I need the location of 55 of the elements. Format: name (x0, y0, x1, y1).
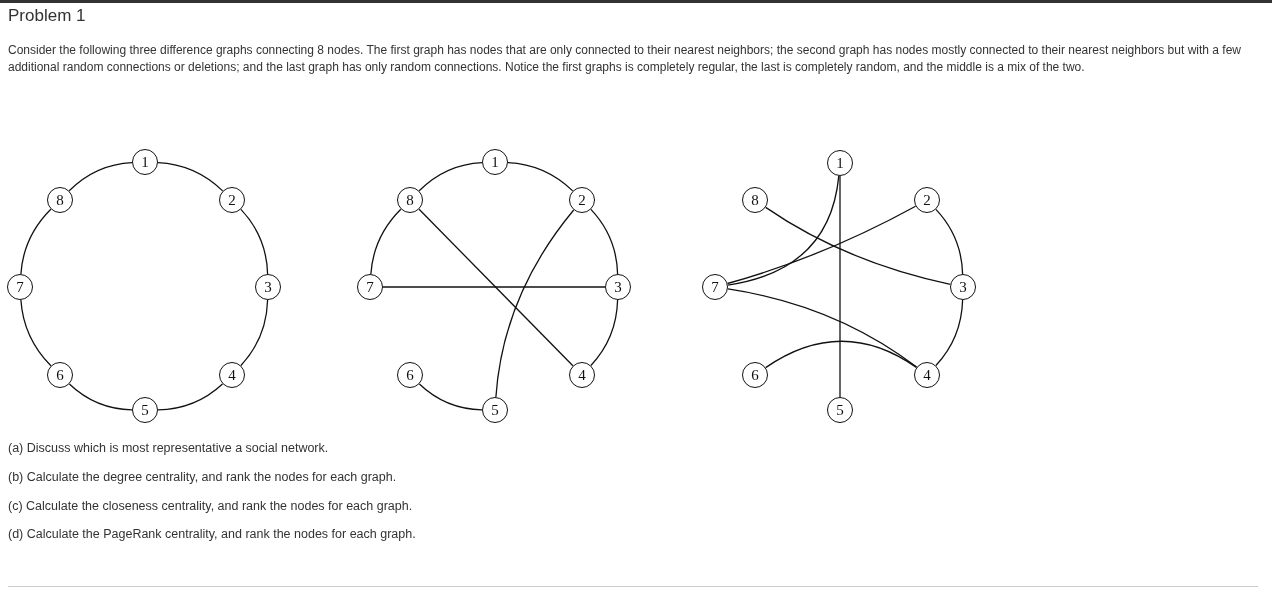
edge-line (935, 208, 964, 275)
edge-line (507, 161, 574, 192)
problem-title: Problem 1 (8, 6, 86, 26)
edge-line (157, 161, 224, 192)
node-circle: 5 (132, 397, 158, 423)
edge-line (590, 299, 619, 367)
node-circle: 3 (255, 274, 281, 300)
question-text: (c) Calculate the closeness centrality, and rank the nodes for each graph. (8, 498, 414, 515)
edge-line (20, 208, 52, 275)
node-circle: 2 (569, 187, 595, 213)
node-circle: 2 (219, 187, 245, 213)
edge-line (935, 299, 964, 367)
node-circle: 7 (7, 274, 33, 300)
node-circle: 4 (569, 362, 595, 388)
node-circle: 1 (132, 149, 158, 175)
node-circle: 6 (397, 362, 423, 388)
edge-line (727, 175, 840, 286)
node-circle: 2 (914, 187, 940, 213)
node-circle: 1 (482, 149, 508, 175)
edge-line (382, 286, 606, 288)
node-circle: 3 (950, 274, 976, 300)
edge-line (157, 383, 224, 411)
edge-line (68, 383, 133, 411)
node-circle: 3 (605, 274, 631, 300)
edge-line (20, 299, 52, 367)
node-circle: 8 (47, 187, 73, 213)
edge-line (765, 340, 918, 369)
edge-line (839, 175, 841, 398)
node-circle: 6 (47, 362, 73, 388)
edge-line (418, 208, 574, 367)
edge-line (370, 208, 402, 275)
node-circle: 5 (482, 397, 508, 423)
node-circle: 5 (827, 397, 853, 423)
node-circle: 4 (219, 362, 245, 388)
edge-line (495, 209, 575, 398)
edge-line (765, 206, 951, 285)
node-circle: 8 (397, 187, 423, 213)
node-circle: 7 (702, 274, 728, 300)
edge-line (68, 161, 133, 192)
edge-line (240, 208, 269, 275)
edge-line (590, 208, 619, 275)
edge-line (418, 383, 483, 411)
node-circle: 6 (742, 362, 768, 388)
node-circle: 7 (357, 274, 383, 300)
edge-line (726, 205, 917, 285)
node-circle: 8 (742, 187, 768, 213)
node-circle: 4 (914, 362, 940, 388)
question-text: (b) Calculate the degree centrality, and rank the nodes for each graph. (8, 469, 398, 486)
question-text: (a) Discuss which is most representative a social network. (8, 440, 330, 457)
edge-line (240, 299, 269, 367)
node-circle: 1 (827, 150, 853, 176)
edge-line (418, 161, 483, 192)
question-text: (d) Calculate the PageRank centrality, and rank the nodes for each graph. (8, 526, 417, 543)
edge-line (727, 288, 918, 368)
intro-paragraph: Consider the following three difference graphs connecting 8 nodes. The first graph has nodes that are only connected to their nearest neighbors; the second graph has nodes mostly connected to their nearest neighbors but with a few additional random connections or deletions; and the last graph has only random connections. Notice the first graphs is completely regular, the last is completely random, and the middle is a mix of the two. (8, 42, 1242, 77)
